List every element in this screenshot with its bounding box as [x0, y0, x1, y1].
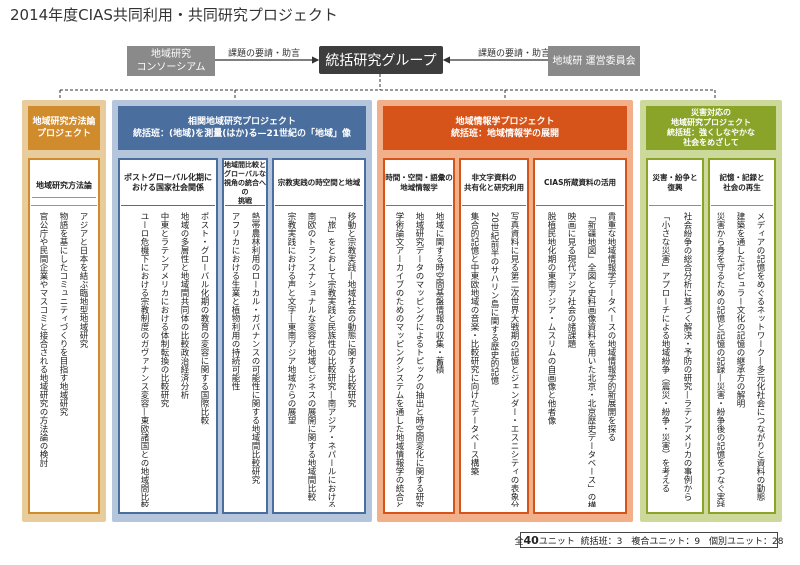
group-post-globalization — [118, 158, 218, 514]
sub-title-memory-record: 記憶・記録と社会の再生 — [710, 166, 774, 200]
left-arrow-label: 課題の要請・助言 — [228, 49, 301, 59]
header-area-correlation: 相関地域研究プロジェクト統括班：(地域)を測量(はか)る—21世紀の「地域」像 — [118, 106, 366, 150]
sub-title-post-globalization: ポストグローバル化期における国家社会関係 — [122, 166, 214, 200]
summary-prefix: 全 — [514, 536, 524, 547]
project-item: アジアと日本を結ぶ臨地型地域研究 — [78, 212, 88, 348]
sub-title-non-text-materials: 非文字資料の共有化と研究利用 — [461, 166, 527, 200]
group-methodology — [28, 158, 100, 514]
group-disaster-recovery — [646, 158, 704, 514]
page-title: 2014年度CIAS共同利用・共同研究プロジェクト — [10, 6, 338, 24]
project-item: 「小さな災害」アプローチによる地域紛争（震災・紛争・災害）を考える — [660, 212, 670, 493]
steering-committee-box: 地域研 運営委員会 — [548, 46, 640, 76]
sub-title-cias-collection: CIAS所蔵資料の活用 — [535, 170, 625, 196]
project-item: 中東とラテンアメリカにおける体制転換の比較研究 — [159, 212, 169, 408]
project-item: 「新疆地図」全図と史料画像資料を用いた北京・北京歴史データベース」の構築 — [586, 212, 596, 507]
summary-unit: ユニット — [538, 536, 575, 547]
project-item: 写真資料に見る第二次世界大戦期の記憶とジェンダー・エスニシティの表象分析 — [509, 212, 519, 507]
summary-breakdown: 統括班：3 複合ユニット：9 個別ユニット：28 — [580, 536, 784, 547]
connector-lines — [59, 56, 716, 100]
project-item: メディアの記憶をめぐるネットワーク—多元化社会につながりと資料の動態 — [755, 212, 765, 501]
summary-total: 40 — [523, 533, 539, 547]
group-cias-collection — [533, 158, 627, 514]
header-methodology: 地域研究方法論プロジェクト — [28, 106, 100, 150]
right-arrow-label: 課題の要請・助言 — [478, 49, 551, 59]
project-item: 学術論文アーカイブのためのマッピングシステムを通した地域情報学の統合と共有化 — [394, 212, 404, 507]
group-religious-practice — [272, 158, 366, 514]
project-item: 脱植民地化期の東南アジア・ムスリムの自画像と他者像 — [546, 212, 556, 425]
project-item: 南欧のトランスナショナルな変容と地域ビジネスの展開に関する地域間比較 — [306, 212, 316, 501]
header-area-informatics: 地域情報学プロジェクト統括班：地域情報学の展開 — [383, 106, 627, 150]
project-item: 災害から身を守るための記憶と記憶の記録—災害・紛争後の記憶をつなぐ実践・支援とそ… — [715, 212, 725, 507]
project-item: 物語を基にしたコミュニティづくりを目指す地域研究 — [58, 212, 68, 416]
project-item: 集合的記憶と中東欧地域の音楽・比較研究に向けたデータベース構築 — [469, 212, 479, 476]
project-item: 官公庁や民間企業やマスコミと接合される地域研究の方法論の検討 — [38, 212, 48, 467]
project-item: 地域の多層性と地域間共同体の比較政治経済分析 — [179, 212, 189, 399]
central-group-box: 統括研究グループ — [319, 46, 443, 74]
project-item: 20世紀前半のサハリン島に関する歴史的記憶 — [489, 212, 499, 385]
sub-title-time-space-vocab: 時間・空間・語彙の地域情報学 — [385, 166, 453, 200]
sub-title-interregional-comparison: 地域間比較とグローバルな視角の統合への挑戦 — [224, 160, 266, 205]
project-item: 貴重な地域情報学データベースの地域情報学的新展開を探る — [606, 212, 616, 442]
project-item: 建築を通したポピュラー文化の記憶の継承方の解明 — [735, 212, 745, 408]
project-item: 地域研究データのマッピングによるトピックの抽出と時空間変化に関する研究 — [414, 212, 424, 507]
sub-title-methodology: 地域研究方法論 — [32, 174, 96, 198]
project-item: 地域に関する時空間基盤情報の収集・蓄積 — [434, 212, 444, 374]
header-disaster: 災害対応の地域研究プロジェクト統括班：強くしなやかな社会をめざして — [646, 106, 776, 150]
group-time-space-vocab — [383, 158, 455, 514]
group-non-text-materials — [459, 158, 529, 514]
sub-title-disaster-recovery: 災害・紛争と復興 — [648, 166, 702, 200]
project-item: 熱帯農林利用のローカル・ガバナンスの可能性に関する地域間比較研究 — [250, 212, 260, 484]
project-item: ユーロ危機下における宗教制度のガヴァナンス変容—東欧諸国との地域間比較の視点から — [139, 212, 149, 507]
sub-title-religious-practice: 宗教実践の時空間と地域 — [274, 170, 364, 196]
project-item: 「旅」をとおして宗教実践と民族性の比較研究—南アジア・ネパールにおける聖者巡礼と… — [326, 212, 336, 507]
project-item: ポスト・グローバル化期の教育の変容に関する国際比較 — [199, 212, 209, 425]
consortium-box: 地域研究コンソーシアム — [127, 46, 215, 76]
project-item: 移動と宗教実践—地域社会の動態に関する比較研究 — [346, 212, 356, 408]
project-item: 社会紛争の総合分析に基づく解決・予防の研究—ラテンアメリカの事例から — [682, 212, 692, 501]
group-memory-record — [708, 158, 776, 514]
project-item: 宗教実践における声と文字—東南アジア地域からの展望 — [286, 212, 296, 425]
group-interregional-comparison — [222, 158, 268, 514]
project-item: アフリカにおける生業と植物利用の持続可能性 — [230, 212, 240, 391]
project-item: 映画に見る現代アジア社会の諸課題 — [566, 212, 576, 348]
